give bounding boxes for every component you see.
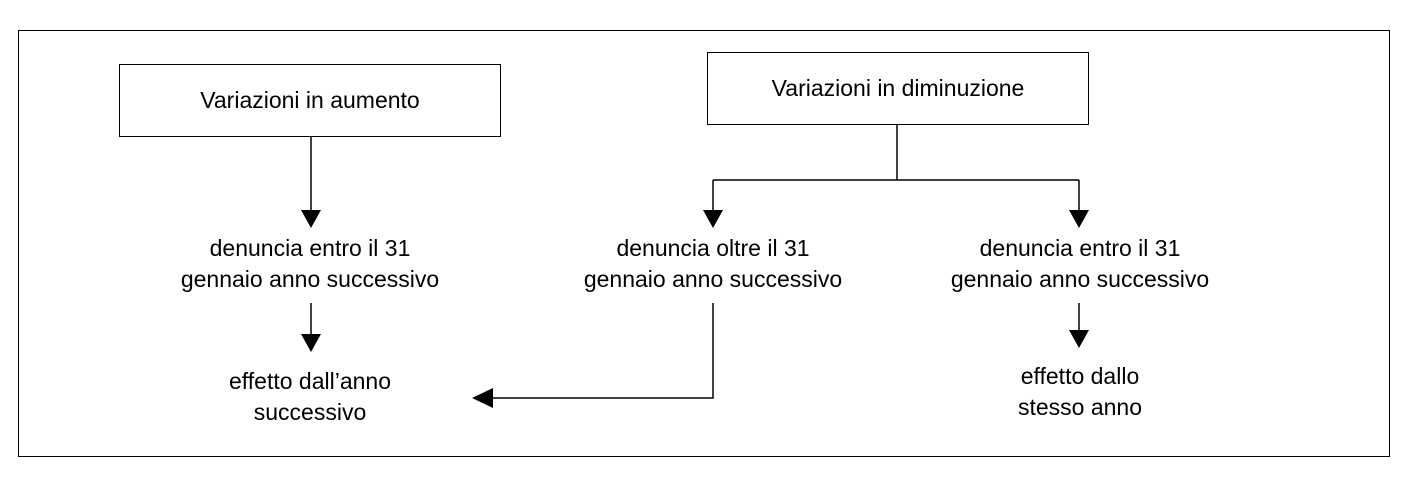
label-aumento-denuncia: denuncia entro il 31 gennaio anno succes… (140, 233, 480, 295)
label-effetto-successivo-line1: effetto dall’anno (229, 368, 391, 394)
label-oltre-denuncia-line2: gennaio anno successivo (583, 266, 843, 292)
box-variazioni-aumento-text: Variazioni in aumento (200, 87, 420, 113)
box-variazioni-aumento: Variazioni in aumento (119, 64, 501, 137)
label-entro-denuncia-line1: denuncia entro il 31 (979, 235, 1181, 261)
label-aumento-denuncia-line1: denuncia entro il 31 (209, 235, 411, 261)
box-variazioni-diminuzione: Variazioni in diminuzione (707, 52, 1089, 125)
label-effetto-stesso-line1: effetto dallo (1020, 363, 1140, 389)
label-effetto-stesso-line2: stesso anno (1017, 394, 1143, 420)
label-effetto-successivo-line2: successivo (253, 399, 367, 425)
label-entro-denuncia-line2: gennaio anno successivo (950, 266, 1210, 292)
diagram-frame (18, 30, 1390, 457)
label-aumento-denuncia-line2: gennaio anno successivo (180, 266, 440, 292)
label-oltre-denuncia-line1: denuncia oltre il 31 (616, 235, 810, 261)
label-effetto-successivo: effetto dall’anno successivo (150, 366, 470, 428)
box-variazioni-diminuzione-text: Variazioni in diminuzione (771, 75, 1025, 101)
label-oltre-denuncia: denuncia oltre il 31 gennaio anno succes… (543, 233, 883, 295)
label-entro-denuncia: denuncia entro il 31 gennaio anno succes… (910, 233, 1250, 295)
label-effetto-stesso: effetto dallo stesso anno (930, 361, 1230, 423)
